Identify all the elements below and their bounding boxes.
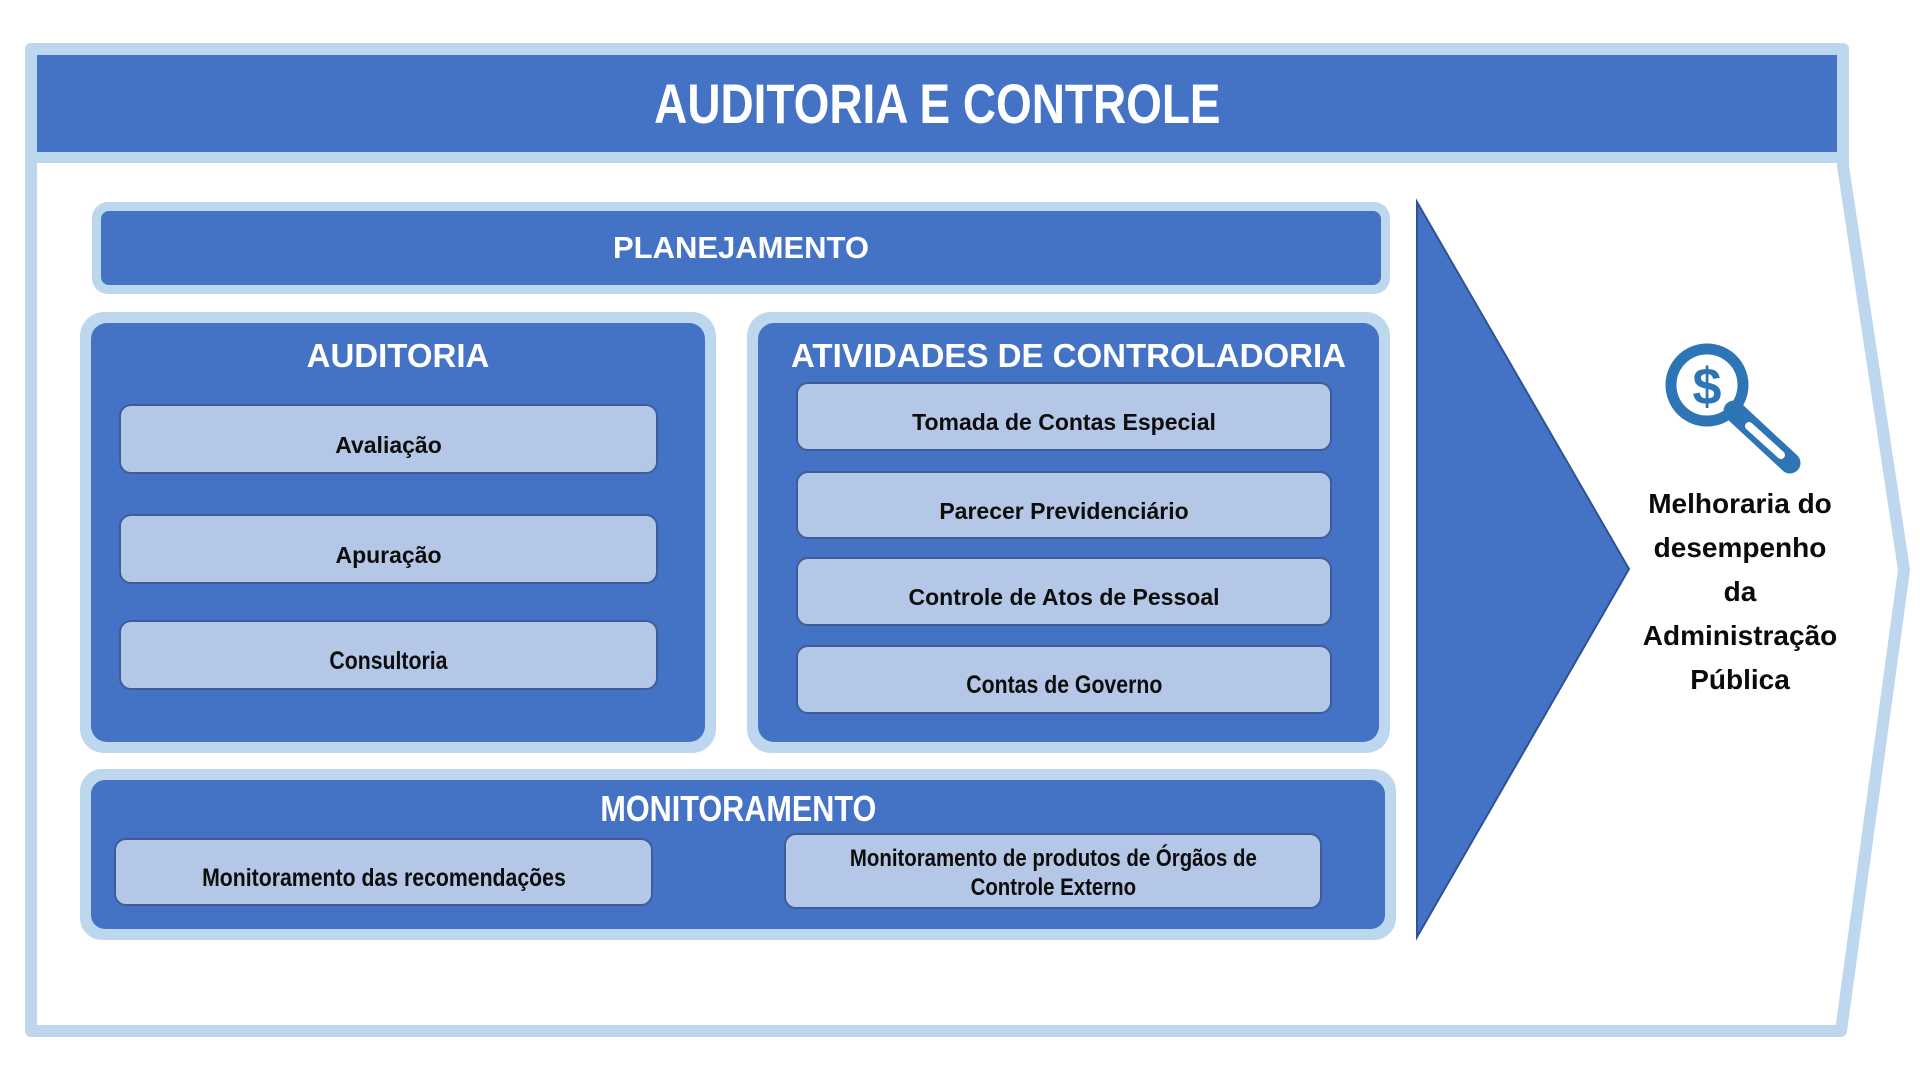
item-tomada-de-contas-especial: Tomada de Contas Especial — [796, 382, 1332, 451]
planning-bar: PLANEJAMENTO — [101, 211, 1381, 285]
item-controle-de-atos-de-pessoal: Controle de Atos de Pessoal — [796, 557, 1332, 626]
controladoria-title: ATIVIDADES DE CONTROLADORIA — [791, 337, 1346, 374]
planning-label: PLANEJAMENTO — [612, 230, 870, 265]
magnifier-dollar-icon: $ — [1665, 343, 1801, 474]
auditoria-title: AUDITORIA — [306, 337, 490, 374]
outcome-text: Melhoraria do desempenho da Administraçã… — [1642, 488, 1838, 695]
monitoramento-title: MONITORAMENTO — [600, 788, 876, 829]
item-avaliacao: Avaliação — [119, 404, 658, 474]
item-monitoramento-recomendacoes: Monitoramento das recomendações — [114, 838, 653, 906]
page-title: AUDITORIA E CONTROLE — [653, 72, 1221, 135]
item-apuracao: Apuração — [119, 514, 658, 584]
item-monitoramento-orgaos-controle-externo: Monitoramento de produtos de Órgãos de C… — [784, 833, 1322, 909]
item-parecer-previdenciario: Parecer Previdenciário — [796, 471, 1332, 539]
item-contas-de-governo: Contas de Governo — [796, 645, 1332, 714]
item-consultoria: Consultoria — [119, 620, 658, 690]
title-bar: AUDITORIA E CONTROLE — [37, 55, 1837, 152]
svg-text:$: $ — [1693, 358, 1722, 416]
